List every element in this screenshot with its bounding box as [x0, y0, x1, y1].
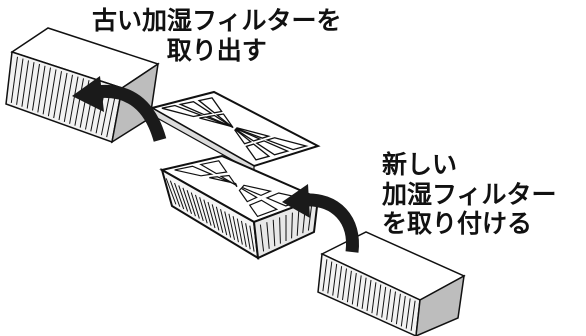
attach-new-filter-label: 新しい 加湿フィルター を取り付ける	[382, 150, 557, 239]
attach-new-filter-line-3: を取り付ける	[382, 209, 533, 238]
remove-old-filter-line-1: 古い加湿フィルターを	[92, 6, 342, 35]
remove-old-filter-label: 古い加湿フィルターを 取り出す	[92, 6, 342, 65]
new-filter	[317, 231, 466, 336]
remove-old-filter-line-2: 取り出す	[166, 35, 267, 65]
attach-arrow	[282, 184, 359, 253]
attach-new-filter-line-2: 加湿フィルター	[382, 179, 557, 209]
filter-frame-lid	[149, 90, 321, 174]
attach-new-filter-line-1: 新しい	[382, 150, 458, 179]
remove-arrow	[72, 76, 167, 142]
